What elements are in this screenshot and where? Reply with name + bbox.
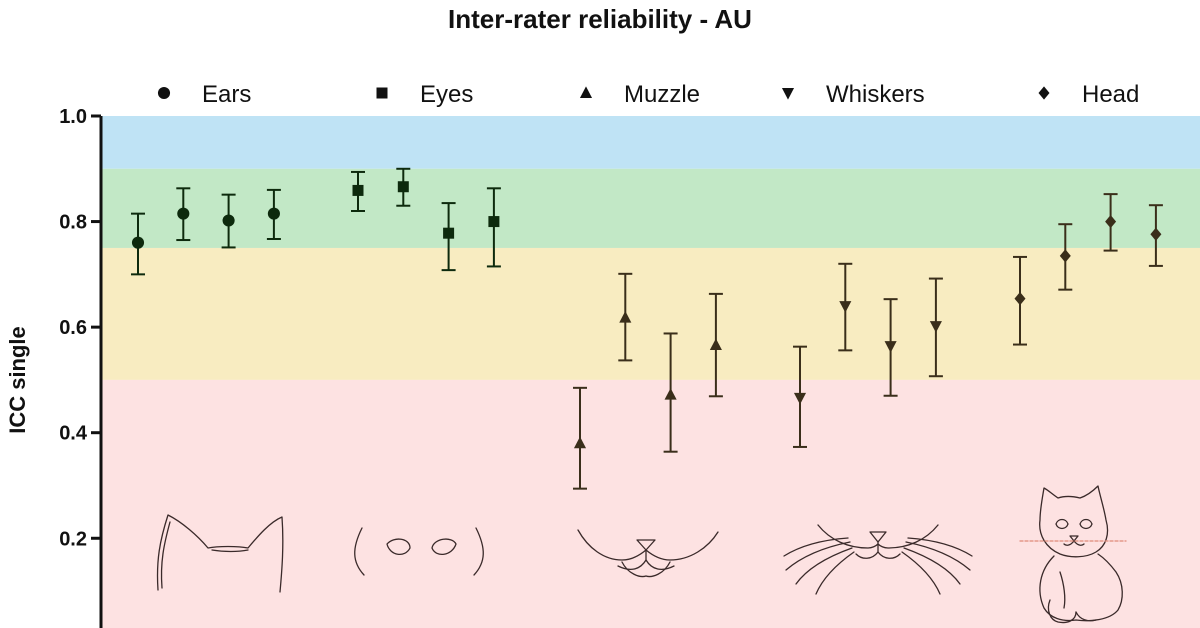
- data-point: [486, 187, 501, 268]
- data-point: [708, 292, 723, 398]
- legend-marker: [781, 88, 795, 100]
- cat-sketches: [156, 485, 1127, 624]
- head-icon: [1019, 485, 1127, 624]
- series-ears: [131, 187, 281, 276]
- point-marker: [929, 321, 942, 333]
- point-marker: [709, 338, 722, 351]
- series-head: [1013, 193, 1163, 346]
- data-point: [176, 187, 191, 242]
- y-axis-ticks: 1.0 0.8 0.6 0.4 0.2: [59, 106, 101, 550]
- data-point: [351, 170, 365, 213]
- eyes-icon: [354, 527, 484, 576]
- whiskers-icon: [783, 524, 973, 595]
- point-marker: [793, 392, 807, 405]
- band-0: [101, 116, 1200, 169]
- band-1: [101, 168, 1200, 248]
- y-tick-label: 0.4: [59, 423, 88, 445]
- point-marker: [573, 436, 587, 449]
- point-marker: [1150, 227, 1162, 241]
- data-point: [266, 188, 281, 240]
- data-point: [838, 262, 853, 352]
- point-marker: [1014, 292, 1026, 306]
- y-tick-label: 0.2: [59, 528, 87, 550]
- point-marker: [222, 214, 235, 227]
- legend-marker: [1038, 86, 1050, 100]
- ears-icon: [156, 514, 284, 593]
- band-3: [101, 379, 1200, 628]
- data-point: [1058, 223, 1073, 291]
- legend-marker: [157, 86, 171, 100]
- point-marker: [352, 184, 364, 196]
- point-marker: [397, 181, 409, 193]
- data-points: [131, 167, 1163, 490]
- point-marker: [488, 216, 500, 228]
- chart-title: Inter-rater reliability - AU: [448, 4, 752, 34]
- data-point: [928, 277, 943, 378]
- point-marker: [1105, 214, 1117, 229]
- point-marker: [1059, 249, 1071, 263]
- legend-label: Eyes: [420, 81, 473, 108]
- data-point: [441, 202, 456, 272]
- legend-item-ears: Ears: [157, 81, 251, 108]
- point-marker: [267, 207, 280, 220]
- point-marker: [131, 236, 145, 249]
- data-point: [396, 167, 411, 207]
- data-point: [221, 193, 236, 249]
- data-point: [883, 298, 898, 397]
- legend-label: Muzzle: [624, 81, 700, 108]
- legend-item-whiskers: Whiskers: [781, 81, 925, 108]
- muzzle-icon: [577, 529, 719, 578]
- data-point: [663, 332, 678, 453]
- point-marker: [177, 207, 190, 220]
- reliability-bands: [101, 116, 1200, 628]
- legend-item-eyes: Eyes: [376, 81, 473, 108]
- legend-item-muzzle: Muzzle: [579, 81, 700, 108]
- legend-label: Head: [1082, 81, 1139, 108]
- legend-item-head: Head: [1038, 81, 1139, 108]
- data-point: [573, 386, 587, 490]
- series-muzzle: [573, 272, 723, 490]
- point-marker: [443, 227, 455, 239]
- data-point: [1148, 204, 1163, 267]
- data-point: [1013, 255, 1027, 346]
- data-point: [793, 345, 807, 448]
- series-eyes: [351, 167, 501, 272]
- y-tick-label: 0.6: [59, 317, 87, 339]
- band-2: [101, 247, 1200, 380]
- point-marker: [664, 388, 677, 400]
- legend-marker: [376, 87, 388, 99]
- data-point: [618, 272, 633, 362]
- y-tick-label: 1.0: [59, 106, 87, 128]
- y-tick-label: 0.8: [59, 212, 87, 234]
- data-point: [1103, 193, 1118, 252]
- series-whiskers: [793, 262, 943, 448]
- point-marker: [884, 341, 897, 353]
- point-marker: [839, 301, 852, 313]
- data-point: [131, 212, 145, 276]
- legend-label: Ears: [202, 81, 251, 108]
- legend-label: Whiskers: [826, 81, 925, 108]
- legend-marker: [579, 86, 593, 98]
- point-marker: [619, 311, 632, 323]
- legend: Ears Eyes Muzzle Whiskers Head: [157, 81, 1139, 108]
